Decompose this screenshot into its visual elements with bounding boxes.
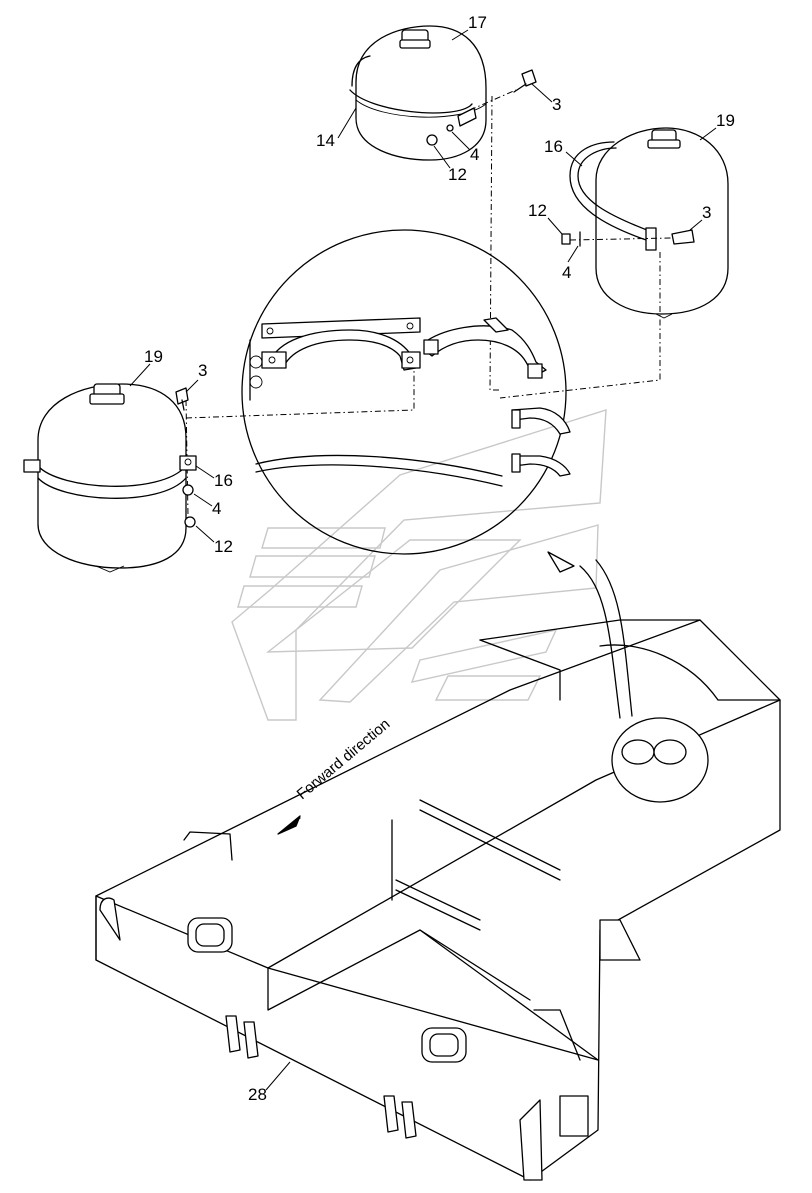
air-tank-right	[595, 127, 729, 319]
callout-28: 28	[248, 1085, 267, 1104]
callout-4-top: 4	[470, 145, 479, 164]
forward-direction-text: Forward direction	[294, 716, 394, 804]
callout-19-right: 19	[716, 111, 735, 130]
callout-3-right: 3	[702, 203, 711, 222]
watermark-logo	[231, 409, 607, 721]
callout-16-right: 16	[544, 137, 563, 156]
air-tank-top	[349, 25, 487, 161]
forward-direction-indicator: Forward direction	[277, 716, 394, 835]
loader-frame	[95, 551, 781, 1181]
bolt-top	[513, 69, 537, 93]
callout-17: 17	[468, 13, 487, 32]
fasteners-left	[175, 387, 196, 528]
callout-12-top: 12	[448, 165, 467, 184]
callout-19-left: 19	[144, 347, 163, 366]
callout-4-right: 4	[562, 263, 571, 282]
air-tank-left	[23, 383, 197, 573]
callout-16-left: 16	[214, 471, 233, 490]
strap-right	[569, 141, 657, 251]
fasteners-right	[561, 229, 695, 247]
dashline-left	[185, 366, 415, 419]
callout-12-left: 12	[214, 537, 233, 556]
callout-3-top: 3	[552, 95, 561, 114]
callout-4-left: 4	[212, 499, 221, 518]
assembly-axis-top	[469, 89, 517, 111]
callout-12-right: 12	[528, 201, 547, 220]
callout-14: 14	[316, 131, 335, 150]
assembly-axis-right	[569, 237, 673, 241]
dashline-right	[499, 252, 661, 399]
detail-magnifier	[241, 229, 571, 555]
callouts: 17 3 14 4 12 19 16 12 3 4 19 3 16 4 12 2…	[129, 13, 735, 1104]
dashline-top	[489, 95, 502, 391]
callout-3-left: 3	[198, 361, 207, 380]
